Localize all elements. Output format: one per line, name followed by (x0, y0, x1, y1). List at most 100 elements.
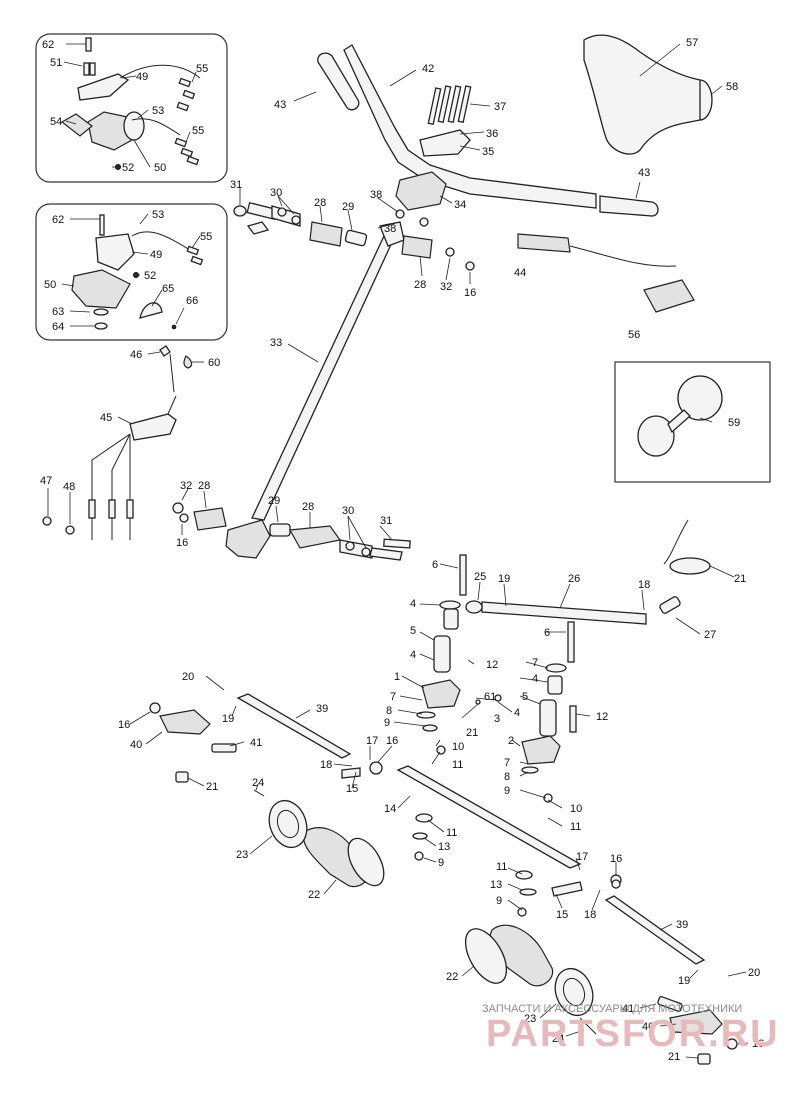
callout-31: 31 (230, 179, 242, 191)
callout-20: 20 (748, 967, 760, 979)
callout-24: 24 (552, 1033, 564, 1045)
callout-2: 2 (508, 735, 514, 747)
callout-53: 53 (152, 105, 164, 117)
leader-lines (47, 43, 749, 1059)
callout-6: 6 (544, 627, 550, 639)
callout-20: 20 (182, 671, 194, 683)
callout-35: 35 (482, 146, 494, 158)
callout-56: 56 (628, 329, 640, 341)
callout-28: 28 (302, 501, 314, 513)
pivot-stack-right (521, 621, 577, 803)
callout-16: 16 (118, 719, 130, 731)
callout-18: 18 (320, 759, 332, 771)
watermark-brand: PARTSFOR.RU (486, 1013, 780, 1055)
callout-9: 9 (496, 895, 502, 907)
throttle-cable-assembly (42, 345, 193, 540)
switch-assembly-upper (60, 37, 201, 170)
callout-5: 5 (522, 691, 528, 703)
callout-50: 50 (44, 279, 56, 291)
callout-55: 55 (192, 125, 204, 137)
callout-4: 4 (410, 598, 416, 610)
inset-box-horn (614, 361, 771, 483)
callout-30: 30 (270, 187, 282, 199)
callout-59: 59 (728, 417, 740, 429)
callout-9: 9 (384, 717, 390, 729)
callout-52: 52 (122, 162, 134, 174)
callout-39: 39 (676, 919, 688, 931)
callout-40: 40 (642, 1021, 654, 1033)
tie-rod-left (159, 693, 383, 779)
callout-7: 7 (390, 691, 396, 703)
callout-37: 37 (494, 101, 506, 113)
callout-14: 14 (384, 803, 396, 815)
callout-27: 27 (704, 629, 716, 641)
watermark: ЗАПЧАСТИ И АКСЕССУАРЫ ДЛЯ МОТОТЕХНИКИ PA… (482, 1003, 780, 1055)
callout-11: 11 (446, 827, 457, 839)
callout-28: 28 (414, 279, 426, 291)
callout-16: 16 (752, 1038, 764, 1050)
callout-7: 7 (532, 657, 538, 669)
callout-42: 42 (422, 63, 434, 75)
callout-11: 11 (496, 861, 507, 873)
callout-21: 21 (206, 781, 218, 793)
callout-10: 10 (570, 803, 582, 815)
callout-18: 18 (638, 579, 650, 591)
callout-9: 9 (504, 785, 510, 797)
callout-58: 58 (726, 81, 738, 93)
callout-3: 3 (494, 713, 500, 725)
callout-4: 4 (532, 673, 538, 685)
callout-55: 55 (200, 231, 212, 243)
callout-12: 12 (486, 659, 498, 671)
callout-21: 21 (668, 1051, 680, 1063)
callout-26: 26 (568, 573, 580, 585)
callout-8: 8 (386, 705, 392, 717)
callout-38: 38 (370, 189, 382, 201)
callout-15: 15 (556, 909, 568, 921)
callout-30: 30 (342, 505, 354, 517)
handlebar (317, 34, 713, 217)
callout-52: 52 (144, 270, 156, 282)
callout-44: 44 (514, 267, 526, 279)
switch-assembly-lower (71, 214, 204, 330)
callout-33: 33 (270, 337, 282, 349)
callout-16: 16 (176, 537, 188, 549)
callout-16: 16 (610, 853, 622, 865)
callout-32: 32 (440, 281, 452, 293)
callout-65: 65 (162, 283, 174, 295)
callout-43: 43 (274, 99, 286, 111)
callout-19: 19 (222, 713, 234, 725)
callout-13: 13 (438, 841, 450, 853)
callout-22: 22 (308, 889, 320, 901)
callout-61: 61 (484, 691, 496, 703)
callout-51: 51 (50, 57, 62, 69)
callout-31: 31 (380, 515, 392, 527)
callout-17: 17 (366, 735, 378, 747)
callout-16: 16 (464, 287, 476, 299)
tie-rod-upper (465, 519, 711, 625)
callout-8: 8 (504, 771, 510, 783)
callout-6: 6 (432, 559, 438, 571)
callout-64: 64 (52, 321, 64, 333)
callout-36: 36 (486, 128, 498, 140)
callout-23: 23 (524, 1013, 536, 1025)
callout-48: 48 (63, 481, 75, 493)
callout-5: 5 (410, 625, 416, 637)
callout-46: 46 (130, 349, 142, 361)
callout-13: 13 (490, 879, 502, 891)
callout-62: 62 (52, 214, 64, 226)
callout-41: 41 (622, 1003, 634, 1015)
callout-4: 4 (410, 649, 416, 661)
callout-18: 18 (584, 909, 596, 921)
callout-43: 43 (638, 167, 650, 179)
callout-23: 23 (236, 849, 248, 861)
inset-box-switch-left (35, 33, 228, 183)
steering-column (225, 221, 405, 559)
callout-10: 10 (452, 741, 464, 753)
callout-21: 21 (466, 727, 478, 739)
callout-9: 9 (438, 857, 444, 869)
callout-25: 25 (474, 571, 486, 583)
callout-53: 53 (152, 209, 164, 221)
callout-38: 38 (384, 223, 396, 235)
